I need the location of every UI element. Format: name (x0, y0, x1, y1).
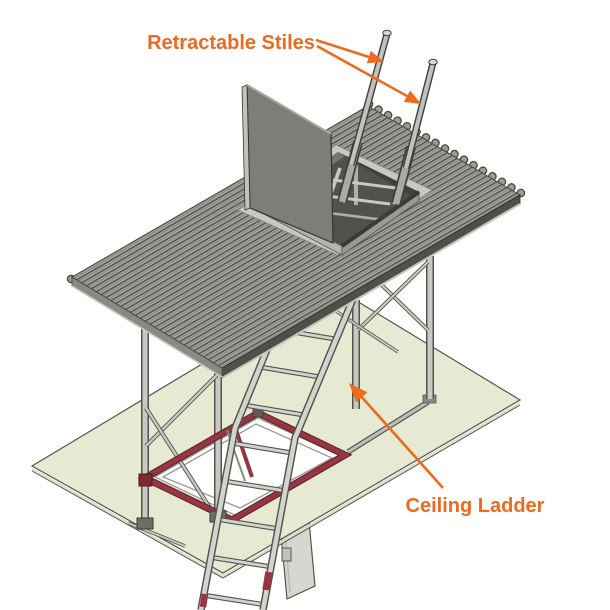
ceiling-thickness (31, 401, 521, 578)
stiles-arrow-1-line (315, 38, 370, 59)
roof-lip-se (221, 203, 521, 379)
stiles-arrow-1-head (366, 50, 384, 64)
hatch-door (241, 83, 334, 244)
brace-right-2 (357, 261, 429, 331)
stiles-arrow-2-head (403, 90, 421, 104)
annotations: Retractable Stiles Ceiling Ladder (147, 32, 545, 517)
retractable-stiles-label: Retractable Stiles (147, 32, 315, 54)
ladder-arrow-line (358, 393, 444, 489)
stile-b (403, 62, 436, 169)
stile-a-cap (382, 29, 392, 37)
stile-b-cap (428, 58, 438, 66)
collar-far (262, 571, 273, 591)
frame-corner-block-w (138, 473, 153, 487)
roof-lip-sw (71, 285, 223, 378)
brace-left-2 (144, 407, 219, 520)
hanging-door-handle (281, 547, 292, 562)
stiles-arrow-2-line (316, 44, 408, 98)
stiles (337, 29, 438, 206)
curb-cap-right (340, 190, 421, 248)
ceiling-ladder-label: Ceiling Ladder (406, 495, 545, 517)
collar-near (199, 593, 209, 608)
left-leg-foot (136, 517, 154, 530)
hatch-door-top-edge (246, 84, 332, 135)
roof-wave-ne (366, 101, 524, 196)
brace-left-1 (145, 374, 218, 447)
ladder-arrow-head (349, 383, 368, 403)
hatch-door-edge (241, 84, 251, 211)
stile-a (348, 33, 390, 166)
